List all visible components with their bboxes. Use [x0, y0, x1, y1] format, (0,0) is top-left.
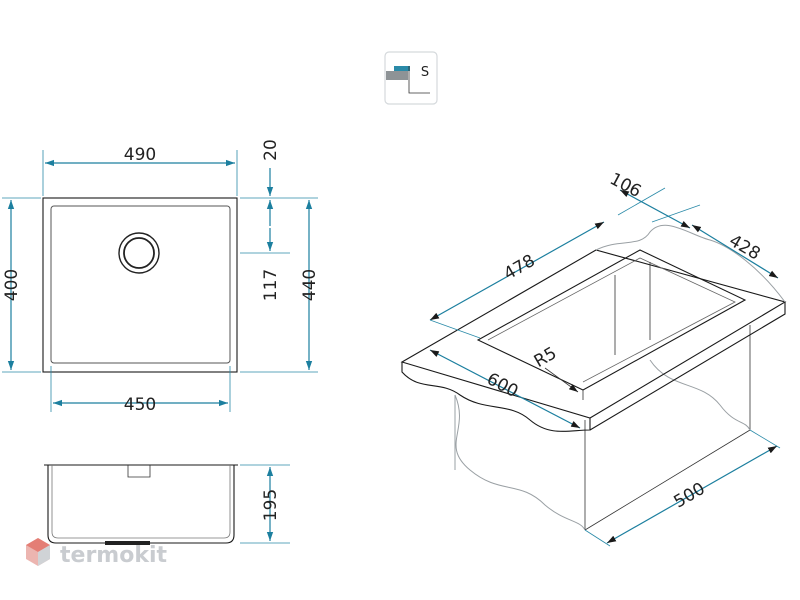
dim-label-490: 490 [124, 145, 156, 165]
top-view: 490 450 400 20 117 440 [2, 139, 320, 415]
countertop [400, 249, 787, 419]
isometric-view: 106 428 478 R5 600 500 [400, 169, 787, 547]
side-view: 195 [44, 464, 290, 545]
dim-label-106: 106 [606, 169, 644, 202]
watermark-text: termokit [60, 543, 167, 568]
dim-label-600: 600 [483, 369, 521, 402]
sink-outer-rim [42, 197, 238, 373]
dim-label-195: 195 [261, 489, 281, 521]
drain-outer [118, 232, 160, 274]
termokit-logo-icon [26, 538, 50, 566]
dim-label-450: 450 [124, 395, 156, 415]
undermount-install-icon: S [384, 51, 438, 105]
dim-label-440: 440 [300, 269, 320, 301]
dim-label-400: 400 [2, 269, 22, 301]
drain-inner [123, 237, 155, 269]
dim-label-500: 500 [670, 479, 708, 513]
dim-label-478: 478 [500, 251, 538, 285]
dim-label-20: 20 [261, 139, 281, 161]
termokit-watermark: termokit [26, 538, 167, 568]
dim-label-117: 117 [261, 269, 281, 301]
install-type-label: S [421, 65, 429, 80]
sink-bowl [50, 205, 231, 364]
